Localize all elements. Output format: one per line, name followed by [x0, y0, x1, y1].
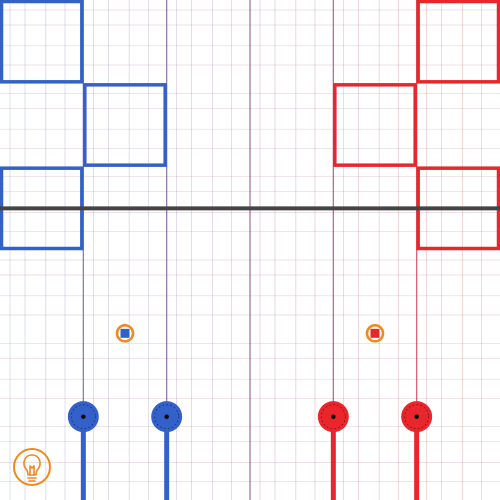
right-cell-outline: [333, 83, 417, 167]
left-piece[interactable]: [151, 401, 183, 500]
game-pieces[interactable]: [67, 401, 433, 500]
right-piece[interactable]: [401, 401, 433, 500]
left-cell-outline: [83, 83, 167, 167]
right-piece[interactable]: [317, 401, 349, 500]
hint-button[interactable]: [13, 448, 51, 486]
target-markers: [115, 324, 385, 343]
lightbulb-icon: [23, 454, 41, 482]
right-target-marker: [365, 324, 385, 343]
hint-button-ring: [13, 448, 51, 486]
left-target-marker: [115, 324, 135, 343]
left-piece[interactable]: [67, 401, 99, 500]
right-cell-outline: [416, 0, 500, 84]
left-cell-outline: [0, 0, 84, 84]
